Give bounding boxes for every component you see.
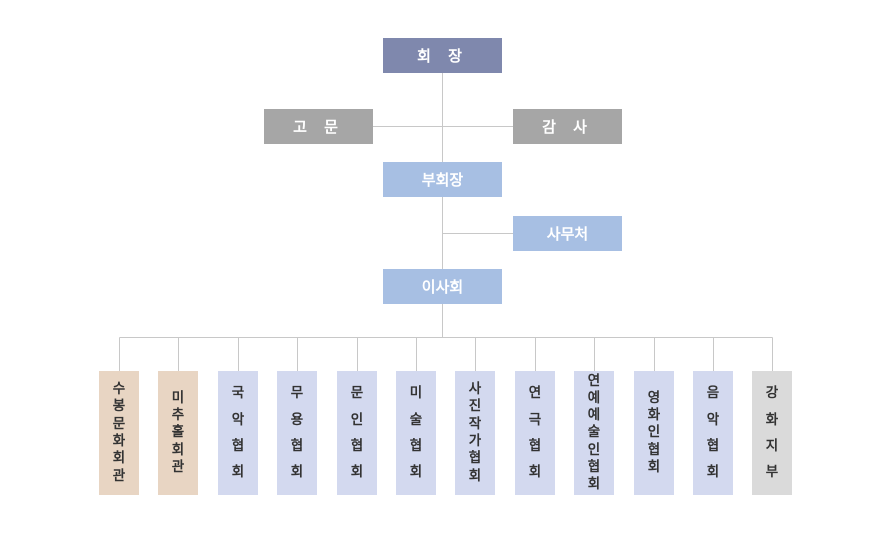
member-label-char: 부: [765, 464, 779, 481]
member-label-char: 봉: [112, 398, 126, 415]
member-label-char: 화: [647, 407, 661, 424]
member-label-char: 인: [350, 411, 364, 428]
member-label-char: 추: [171, 407, 185, 424]
member-label-char: 화: [112, 433, 126, 449]
member-label-char: 무: [290, 385, 304, 402]
member-label-char: 문: [350, 385, 364, 402]
member-label-char: 연: [587, 372, 601, 389]
member-label-char: 술: [587, 424, 601, 441]
member-label-char: 수: [112, 381, 126, 398]
member-label-char: 인: [587, 441, 601, 458]
member-label-char: 협: [409, 438, 423, 454]
president-box: 회 장: [383, 38, 502, 73]
member-label-char: 술: [409, 411, 423, 428]
member-label-char: 협: [647, 441, 661, 458]
member-label-char: 회: [528, 464, 542, 481]
vice-president-box: 부회장: [383, 162, 502, 197]
member-label-char: 인: [647, 424, 661, 441]
member-label-char: 문: [112, 415, 126, 432]
member-label-char: 회: [706, 464, 720, 481]
member-label-char: 진: [468, 398, 482, 415]
member-label-char: 회: [350, 464, 364, 481]
member-label-char: 가: [468, 433, 482, 449]
member-label-char: 회: [409, 464, 423, 481]
secretariat-box: 사무처: [513, 216, 622, 251]
member-label-char: 악: [231, 411, 245, 428]
member-label-char: 회: [112, 450, 126, 467]
member-label-char: 협: [290, 438, 304, 454]
member-label-char: 회: [647, 458, 661, 475]
member-label-char: 예: [587, 407, 601, 424]
member-label-char: 미: [171, 389, 185, 406]
member-label-char: 강: [765, 385, 779, 402]
member-label-char: 협: [706, 438, 720, 454]
member-label-char: 지: [765, 438, 779, 454]
member-label-char: 예: [587, 389, 601, 406]
member-label-char: 영: [647, 389, 661, 406]
member-label-char: 악: [706, 411, 720, 428]
member-label-char: 사: [468, 381, 482, 398]
member-label-char: 협: [528, 438, 542, 454]
member-label-char: 극: [528, 411, 542, 428]
member-label-char: 화: [765, 411, 779, 428]
member-label-char: 관: [171, 458, 185, 475]
member-label-char: 회: [587, 476, 601, 493]
member-label-char: 연: [528, 385, 542, 402]
member-label-char: 협: [350, 438, 364, 454]
member-label-char: 회: [171, 441, 185, 458]
member-label-char: 미: [409, 385, 423, 402]
member-label-char: 협: [231, 438, 245, 454]
member-label-char: 회: [468, 467, 482, 484]
member-label-char: 협: [468, 450, 482, 467]
board-box: 이사회: [383, 269, 502, 304]
member-label-char: 회: [290, 464, 304, 481]
member-label-char: 용: [290, 411, 304, 428]
advisor-box: 고 문: [264, 109, 373, 144]
member-label-char: 회: [231, 464, 245, 481]
member-label-char: 작: [468, 415, 482, 432]
member-label-char: 협: [587, 458, 601, 475]
member-label-char: 음: [706, 385, 720, 402]
member-label-char: 국: [231, 385, 245, 402]
auditor-box: 감 사: [513, 109, 622, 144]
member-label-char: 홀: [171, 424, 185, 441]
member-label-char: 관: [112, 467, 126, 484]
